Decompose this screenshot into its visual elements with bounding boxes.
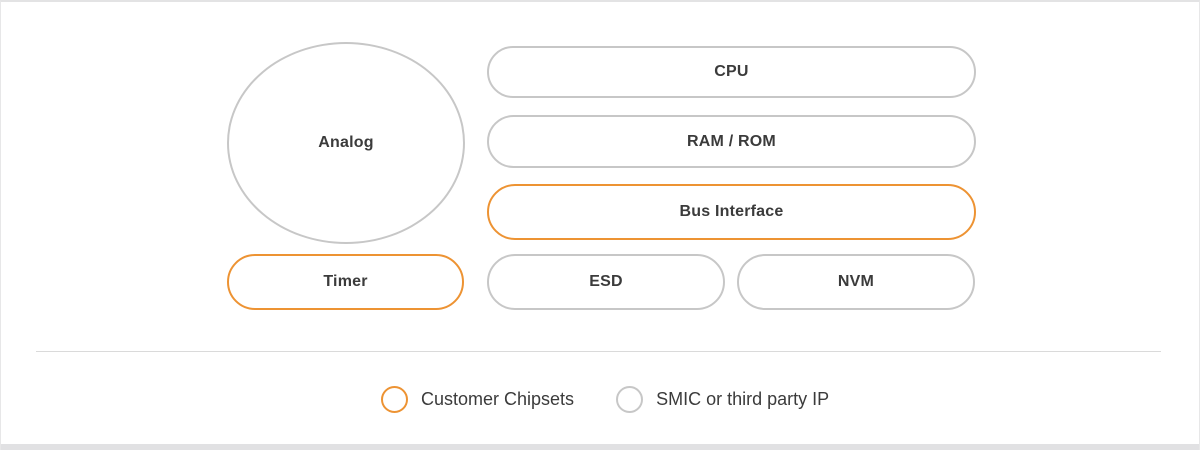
legend-label-customer-chipsets: Customer Chipsets [421, 389, 575, 409]
diagram-node-analog: Analog [227, 42, 465, 244]
diagram-node-timer: Timer [227, 254, 464, 310]
customer-chipsets-swatch-icon [381, 386, 408, 413]
diagram-node-esd: ESD [487, 254, 725, 310]
legend-label-smic-third-party: SMIC or third party IP [656, 389, 830, 409]
node-label-cpu: CPU [714, 63, 749, 80]
diagram-node-ram-rom: RAM / ROM [487, 115, 976, 168]
smic-third-party-swatch-icon [616, 386, 644, 413]
node-label-bus-interface: Bus Interface [679, 203, 784, 220]
node-label-timer: Timer [323, 273, 368, 290]
legend-item-customer-chipsets: Customer Chipsets [381, 386, 574, 413]
node-label-ram-rom: RAM / ROM [687, 132, 776, 150]
diagram-node-nvm: NVM [737, 254, 975, 310]
node-label-analog: Analog [318, 134, 374, 151]
diagram-node-bus-interface: Bus Interface [487, 184, 976, 240]
legend-item-smic-third-party: SMIC or third party IP [616, 386, 829, 413]
diagram-node-cpu: CPU [487, 46, 976, 98]
node-label-esd: ESD [589, 273, 623, 290]
bottom-edge-bar [1, 444, 1199, 450]
legend: Customer Chipsets SMIC or third party IP [381, 386, 829, 413]
node-label-nvm: NVM [837, 273, 875, 290]
legend-divider [36, 351, 1161, 352]
